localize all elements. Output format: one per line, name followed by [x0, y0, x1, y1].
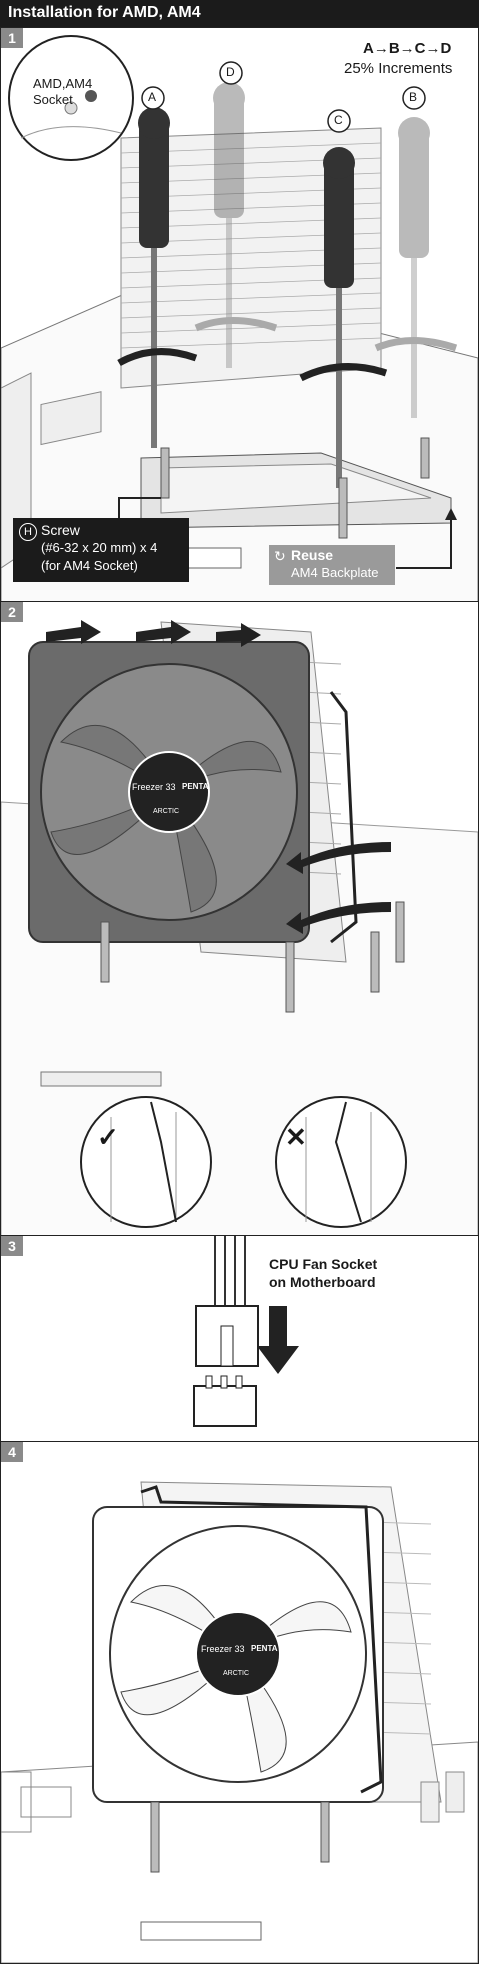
x-mark-icon: ✕ — [285, 1122, 307, 1152]
fan-connector-illustration — [193, 1236, 299, 1427]
connector-title-line2: on Motherboard — [269, 1274, 376, 1290]
installed-cooler-illustration — [1, 1481, 478, 1963]
page-title: Installation for AMD, AM4 — [8, 4, 201, 21]
fan-hub — [195, 1611, 281, 1697]
increment-label: 25% Increments — [344, 60, 453, 77]
reuse-backplate-callout: ↻ Reuse AM4 Backplate — [269, 545, 395, 585]
fan-clip-illustration — [1, 620, 478, 1236]
checkmark-icon: ✓ — [97, 1122, 119, 1152]
reuse-subtitle: AM4 Backplate — [291, 565, 379, 580]
reuse-icon: ↻ — [274, 548, 286, 564]
tightening-sequence: A→B→C→D — [363, 40, 452, 57]
down-arrow-icon — [257, 1306, 299, 1374]
screwdriver-d-icon — [213, 82, 245, 368]
socket-hole-icon — [85, 90, 97, 102]
screw-title: Screw — [41, 522, 80, 538]
motherboard-header-icon — [193, 1385, 257, 1427]
step-1-panel: 1 — [0, 27, 479, 603]
step-4-panel: 4 Freezer 33 PENTA — [0, 1441, 479, 1964]
fan-model-label: PENTA — [251, 1644, 278, 1653]
step-number: 1 — [1, 28, 23, 48]
socket-label-line2: Socket — [33, 92, 73, 107]
connector-title-line1: CPU Fan Socket — [269, 1256, 378, 1272]
fan-hub — [128, 751, 210, 833]
wrong-clip-detail — [275, 1096, 407, 1228]
step-2-panel: 2 — [0, 601, 479, 1237]
screwdriver-label-d: D — [226, 65, 235, 79]
screw-spec: (#6-32 x 20 mm) x 4 — [41, 540, 158, 555]
screwdriver-c-icon — [323, 147, 355, 488]
step-number: 3 — [1, 1236, 23, 1256]
screw-callout: H Screw (#6-32 x 20 mm) x 4 (for AM4 Soc… — [13, 518, 189, 582]
screw-badge: H — [19, 523, 37, 541]
fan-maker-label: ARCTIC — [153, 808, 180, 815]
socket-label-line1: AMD,AM4 — [33, 76, 93, 91]
correct-clip-detail — [80, 1096, 212, 1228]
screwdriver-label-c: C — [334, 113, 343, 127]
step-number: 2 — [1, 602, 23, 622]
fan-brand-label: Freezer 33 — [132, 782, 176, 792]
page-header: Installation for AMD, AM4 — [0, 0, 479, 27]
step-3-panel: 3 CPU Fan Socket on Motherboard — [0, 1235, 479, 1443]
step-number: 4 — [1, 1442, 23, 1462]
screwdriver-a-icon — [138, 107, 170, 448]
screwdriver-label-b: B — [409, 90, 418, 104]
screwdriver-label-a: A — [148, 90, 157, 104]
fan-maker-label: ARCTIC — [223, 1670, 250, 1677]
screw-usage: (for AM4 Socket) — [41, 558, 138, 573]
reuse-title: Reuse — [291, 547, 334, 563]
cooler-mounting-illustration — [1, 35, 478, 602]
fan-brand-label: Freezer 33 — [201, 1644, 245, 1654]
fan-model-label: PENTA — [182, 782, 209, 791]
